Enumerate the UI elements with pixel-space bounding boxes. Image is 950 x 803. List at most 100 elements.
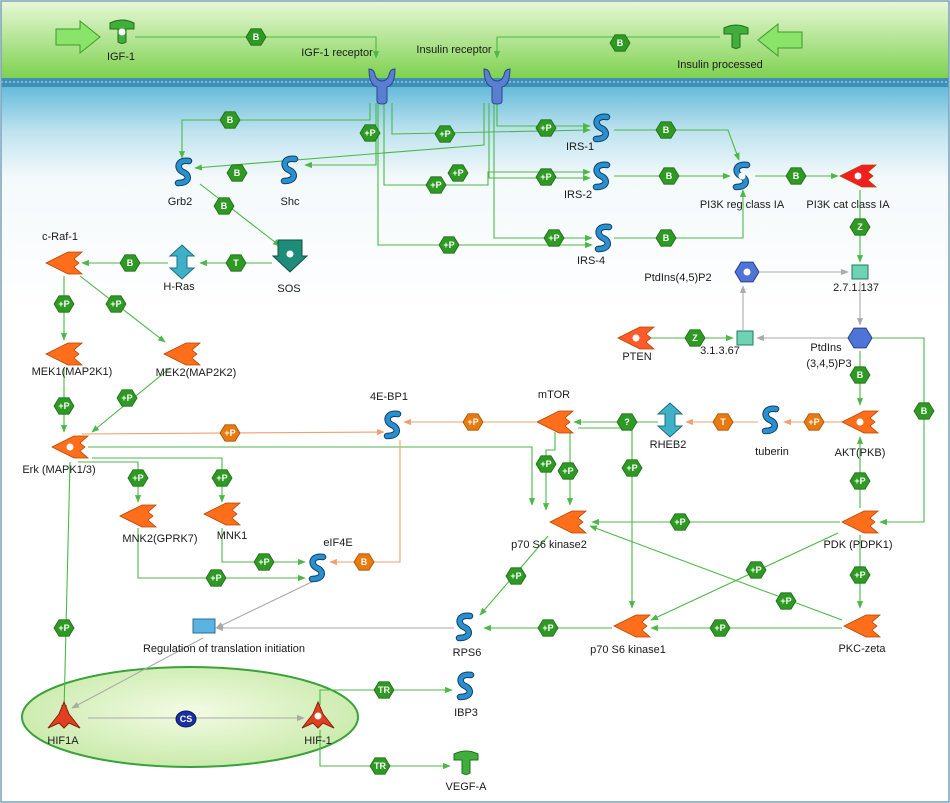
- badge-phospho-9[interactable]: +P: [447, 164, 469, 182]
- erk-kinase-icon[interactable]: [51, 435, 90, 459]
- reg-translation-process-icon[interactable]: [192, 618, 216, 634]
- badge-phospho-43[interactable]: +P: [745, 561, 767, 579]
- badge-phospho-6[interactable]: +P: [434, 125, 456, 143]
- badge-phospho-44[interactable]: +P: [775, 592, 797, 610]
- mtor-kinase-icon[interactable]: [536, 410, 575, 434]
- badge-phospho-29[interactable]: +P: [462, 413, 484, 431]
- edge-44[interactable]: [137, 528, 306, 582]
- badge-phospho-35[interactable]: +P: [621, 459, 643, 477]
- badge-phospho-26[interactable]: +P: [53, 397, 75, 415]
- edge-59[interactable]: [319, 730, 451, 770]
- grb2-protein-icon[interactable]: [174, 157, 193, 187]
- hif1a-tf-icon[interactable]: [47, 700, 81, 729]
- badge-phospho-41[interactable]: +P: [205, 569, 227, 587]
- pi3k-reg-protein-icon[interactable]: [732, 161, 751, 191]
- edge-37[interactable]: [542, 432, 556, 511]
- badge-binding-12[interactable]: B: [658, 167, 680, 185]
- vegfa-ligand-icon[interactable]: [453, 750, 479, 775]
- mnk2-kinase-icon[interactable]: [119, 504, 158, 528]
- badge-phospho-21[interactable]: +P: [53, 295, 75, 313]
- badge-phospho-32[interactable]: +P: [803, 413, 825, 431]
- badge-transform-31[interactable]: T: [712, 413, 734, 431]
- hras-gtpase-icon[interactable]: [168, 244, 196, 280]
- akt-kinase-icon[interactable]: [841, 410, 880, 434]
- eif4e-protein-icon[interactable]: [308, 553, 327, 583]
- tuberin-protein-icon[interactable]: [761, 405, 780, 435]
- igf1-ligand-icon[interactable]: [109, 19, 135, 44]
- badge-phospho-36[interactable]: +P: [127, 469, 149, 487]
- badge-phospho-38[interactable]: +P: [849, 472, 871, 490]
- pdk-kinase-icon[interactable]: [841, 510, 880, 534]
- badge-phospho-28[interactable]: +P: [219, 424, 241, 442]
- ebp1-protein-icon[interactable]: [383, 410, 402, 440]
- irs1-protein-icon[interactable]: [592, 113, 611, 143]
- badge-phospho-40[interactable]: +P: [253, 553, 275, 571]
- badge-phospho-16[interactable]: +P: [543, 229, 565, 247]
- badge-phospho-22[interactable]: +P: [105, 295, 127, 313]
- edge-4[interactable]: [304, 103, 377, 169]
- igf1-receptor-icon[interactable]: [368, 68, 396, 105]
- pkczeta-kinase-icon[interactable]: [843, 614, 882, 638]
- edge-42[interactable]: [78, 461, 142, 503]
- shc-protein-icon[interactable]: [280, 155, 299, 185]
- badge-dephospho-23[interactable]: Z: [684, 329, 706, 347]
- badge-phospho-33[interactable]: +P: [535, 455, 557, 473]
- edge-8[interactable]: [377, 103, 593, 249]
- badge-binding-1[interactable]: B: [245, 28, 267, 46]
- hif1-tf-icon[interactable]: [301, 700, 335, 729]
- edge-17[interactable]: [199, 183, 281, 247]
- sos-gef-icon[interactable]: [271, 239, 309, 273]
- ptdins45p2-compound-icon[interactable]: [734, 261, 760, 283]
- edge-43[interactable]: [92, 457, 226, 503]
- badge-complex-50[interactable]: CS: [175, 710, 197, 728]
- edge-1[interactable]: [135, 36, 380, 59]
- mnk1-kinase-icon[interactable]: [203, 502, 242, 526]
- p70s6k1-kinase-icon[interactable]: [613, 614, 652, 638]
- igf1-input-arrow-icon[interactable]: [55, 19, 101, 55]
- insulin-receptor-icon[interactable]: [483, 68, 511, 105]
- edge-30[interactable]: [872, 337, 925, 526]
- edge-51[interactable]: [589, 525, 843, 621]
- edge-12[interactable]: [614, 129, 740, 161]
- badge-phospho-15[interactable]: +P: [438, 236, 460, 254]
- badge-transcription-52[interactable]: TR: [369, 757, 391, 775]
- edge-46[interactable]: [329, 440, 401, 566]
- mek2-kinase-icon[interactable]: [163, 342, 202, 366]
- p70s6k2-kinase-icon[interactable]: [549, 510, 588, 534]
- edge-47[interactable]: [215, 577, 321, 629]
- badge-phospho-10[interactable]: +P: [425, 176, 447, 194]
- edge-49[interactable]: [650, 532, 839, 621]
- badge-phospho-45[interactable]: +P: [849, 566, 871, 584]
- rps6-protein-icon[interactable]: [455, 612, 474, 642]
- irs4-protein-icon[interactable]: [594, 223, 613, 253]
- ibp3-protein-icon[interactable]: [456, 671, 475, 701]
- edge-3[interactable]: [178, 103, 371, 159]
- edge-38[interactable]: [578, 427, 636, 609]
- enzyme-2-7-1-137-icon[interactable]: [851, 264, 869, 280]
- edge-6[interactable]: [391, 103, 591, 135]
- edge-10[interactable]: [488, 103, 591, 182]
- badge-phospho-34[interactable]: +P: [557, 462, 579, 480]
- badge-phospho-5[interactable]: +P: [359, 124, 381, 142]
- edge-40[interactable]: [88, 446, 536, 506]
- badge-phospho-49[interactable]: +P: [53, 619, 75, 637]
- badge-dephospho-18[interactable]: Z: [849, 218, 871, 236]
- badge-phospho-11[interactable]: +P: [535, 168, 557, 186]
- edge-7[interactable]: [383, 103, 591, 186]
- edge-2[interactable]: [493, 36, 720, 59]
- badge-binding-3[interactable]: B: [219, 111, 241, 129]
- irs2-protein-icon[interactable]: [592, 161, 611, 191]
- badge-transform-19[interactable]: T: [225, 254, 247, 272]
- badge-phospho-39[interactable]: +P: [669, 513, 691, 531]
- badge-phospho-46[interactable]: +P: [505, 567, 527, 585]
- edge-56[interactable]: [71, 637, 204, 709]
- edge-45[interactable]: [221, 528, 306, 566]
- mek1-kinase-icon[interactable]: [45, 342, 84, 366]
- badge-binding-25[interactable]: B: [913, 402, 935, 420]
- badge-binding-14[interactable]: B: [213, 197, 235, 215]
- badge-binding-20[interactable]: B: [119, 254, 141, 272]
- insulin-input-arrow-icon[interactable]: [757, 22, 803, 58]
- badge-binding-8[interactable]: B: [655, 121, 677, 139]
- badge-binding-42[interactable]: B: [353, 553, 375, 571]
- pten-kinase-icon[interactable]: [617, 326, 656, 350]
